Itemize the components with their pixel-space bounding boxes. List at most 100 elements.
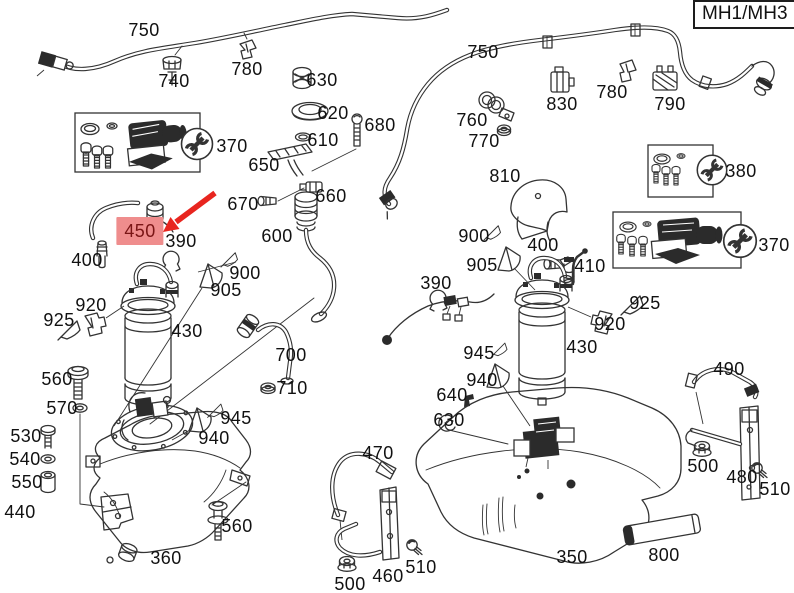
funnel-900-left-drawing <box>197 252 238 273</box>
part-label-440[interactable]: 440 <box>4 502 36 522</box>
part-label-470[interactable]: 470 <box>362 443 394 463</box>
fuel-tank-350-drawing <box>415 386 682 564</box>
part-label-500[interactable]: 500 <box>334 574 366 593</box>
part-label-760[interactable]: 760 <box>456 110 488 130</box>
part-label-530[interactable]: 530 <box>10 426 42 446</box>
part-label-410[interactable]: 410 <box>574 256 606 276</box>
line-sensor-drawing <box>37 51 74 71</box>
part-label-610[interactable]: 610 <box>307 130 339 150</box>
switch-830-drawing <box>550 66 575 93</box>
part-label-510[interactable]: 510 <box>759 479 791 499</box>
part-label-360[interactable]: 360 <box>150 548 182 568</box>
part-label-710[interactable]: 710 <box>276 378 308 398</box>
screw-670-drawing <box>257 187 305 207</box>
tank-sender-pump-left-drawing <box>121 392 172 441</box>
nut-710-drawing <box>260 382 276 395</box>
part-label-630[interactable]: 630 <box>433 410 465 430</box>
part-label-680[interactable]: 680 <box>364 115 396 135</box>
part-label-920[interactable]: 920 <box>75 295 107 315</box>
part-label-700[interactable]: 700 <box>275 345 307 365</box>
part-label-650[interactable]: 650 <box>248 155 280 175</box>
cap-630-left-drawing <box>292 66 312 90</box>
part-label-905[interactable]: 905 <box>466 255 498 275</box>
part-label-945[interactable]: 945 <box>220 408 252 428</box>
part-label-790[interactable]: 790 <box>654 94 686 114</box>
part-label-540[interactable]: 540 <box>9 449 41 469</box>
part-label-945[interactable]: 945 <box>463 343 495 363</box>
part-label-660[interactable]: 660 <box>315 186 347 206</box>
part-label-550[interactable]: 550 <box>11 472 43 492</box>
part-label-490[interactable]: 490 <box>713 359 745 379</box>
bolt-560-upper-drawing <box>67 365 89 400</box>
bushing-550-drawing <box>40 470 56 494</box>
part-label-370[interactable]: 370 <box>216 136 248 156</box>
service-kit-box-370-right <box>612 211 756 269</box>
part-label-430[interactable]: 430 <box>171 321 203 341</box>
fuel-line-right-drawing <box>378 23 775 220</box>
service-kit-box-370-left <box>74 112 213 173</box>
strap-490-drawing <box>684 367 760 425</box>
wiring-harness-drawing <box>382 293 495 345</box>
tank-pump-right-drawing <box>513 416 575 479</box>
connector-790-drawing <box>652 65 678 91</box>
part-label-900[interactable]: 900 <box>229 263 261 283</box>
part-label-390[interactable]: 390 <box>165 231 197 251</box>
line-end-connector-drawing <box>751 60 775 96</box>
part-label-570[interactable]: 570 <box>46 398 78 418</box>
sleeve-800-drawing <box>622 513 702 546</box>
part-label-560[interactable]: 560 <box>221 516 253 536</box>
service-kit-box-380 <box>647 144 727 198</box>
part-label-810[interactable]: 810 <box>489 166 521 186</box>
line-elbow-connector-drawing <box>378 190 398 220</box>
part-label-620[interactable]: 620 <box>317 103 349 123</box>
part-label-500[interactable]: 500 <box>687 456 719 476</box>
part-label-670[interactable]: 670 <box>227 194 259 214</box>
flange-650-drawing <box>267 143 313 177</box>
part-label-940[interactable]: 940 <box>466 370 498 390</box>
part-label-400[interactable]: 400 <box>527 235 559 255</box>
part-label-925[interactable]: 925 <box>43 310 75 330</box>
part-label-770[interactable]: 770 <box>468 131 500 151</box>
part-label-925[interactable]: 925 <box>629 293 661 313</box>
pin-410-drawing <box>571 248 588 286</box>
pump-assembly-drawing <box>650 217 723 264</box>
part-label-430[interactable]: 430 <box>566 337 598 357</box>
part-label-510[interactable]: 510 <box>405 557 437 577</box>
part-label-630[interactable]: 630 <box>306 70 338 90</box>
part-label-460[interactable]: 460 <box>372 566 404 586</box>
part-label-560[interactable]: 560 <box>41 369 73 389</box>
part-label-750[interactable]: 750 <box>467 42 499 62</box>
clip-740-drawing <box>162 45 183 86</box>
funnel-905-right-drawing <box>497 246 536 291</box>
part-label-640[interactable]: 640 <box>436 385 468 405</box>
part-label-390[interactable]: 390 <box>420 273 452 293</box>
part-label-750[interactable]: 750 <box>128 20 160 40</box>
bracket-460-drawing <box>334 486 400 561</box>
part-label-450-highlighted[interactable]: 450 <box>116 217 164 245</box>
part-label-830[interactable]: 830 <box>546 94 578 114</box>
clip-640-drawing <box>464 394 474 407</box>
part-label-780[interactable]: 780 <box>596 82 628 102</box>
clamp-760-drawing <box>478 91 515 122</box>
part-label-380[interactable]: 380 <box>725 161 757 181</box>
bolt-680-drawing <box>311 113 363 172</box>
part-label-800[interactable]: 800 <box>648 545 680 565</box>
funnel-940-left-drawing <box>171 407 212 441</box>
part-label-600[interactable]: 600 <box>261 226 293 246</box>
part-label-905[interactable]: 905 <box>210 280 242 300</box>
clip-780-left-drawing <box>239 32 257 60</box>
fuel-tank-360-drawing <box>85 410 252 564</box>
bowl-620-drawing <box>291 101 329 121</box>
part-label-400[interactable]: 400 <box>71 250 103 270</box>
part-label-740[interactable]: 740 <box>158 71 190 91</box>
part-label-350[interactable]: 350 <box>556 547 588 567</box>
part-label-780[interactable]: 780 <box>231 59 263 79</box>
part-label-940[interactable]: 940 <box>198 428 230 448</box>
plug-920-right-drawing <box>567 306 613 335</box>
filler-pipe-600-drawing <box>149 191 337 425</box>
part-label-900[interactable]: 900 <box>458 226 490 246</box>
part-label-370[interactable]: 370 <box>758 235 790 255</box>
part-label-920[interactable]: 920 <box>594 314 626 334</box>
part-label-480[interactable]: 480 <box>726 467 758 487</box>
